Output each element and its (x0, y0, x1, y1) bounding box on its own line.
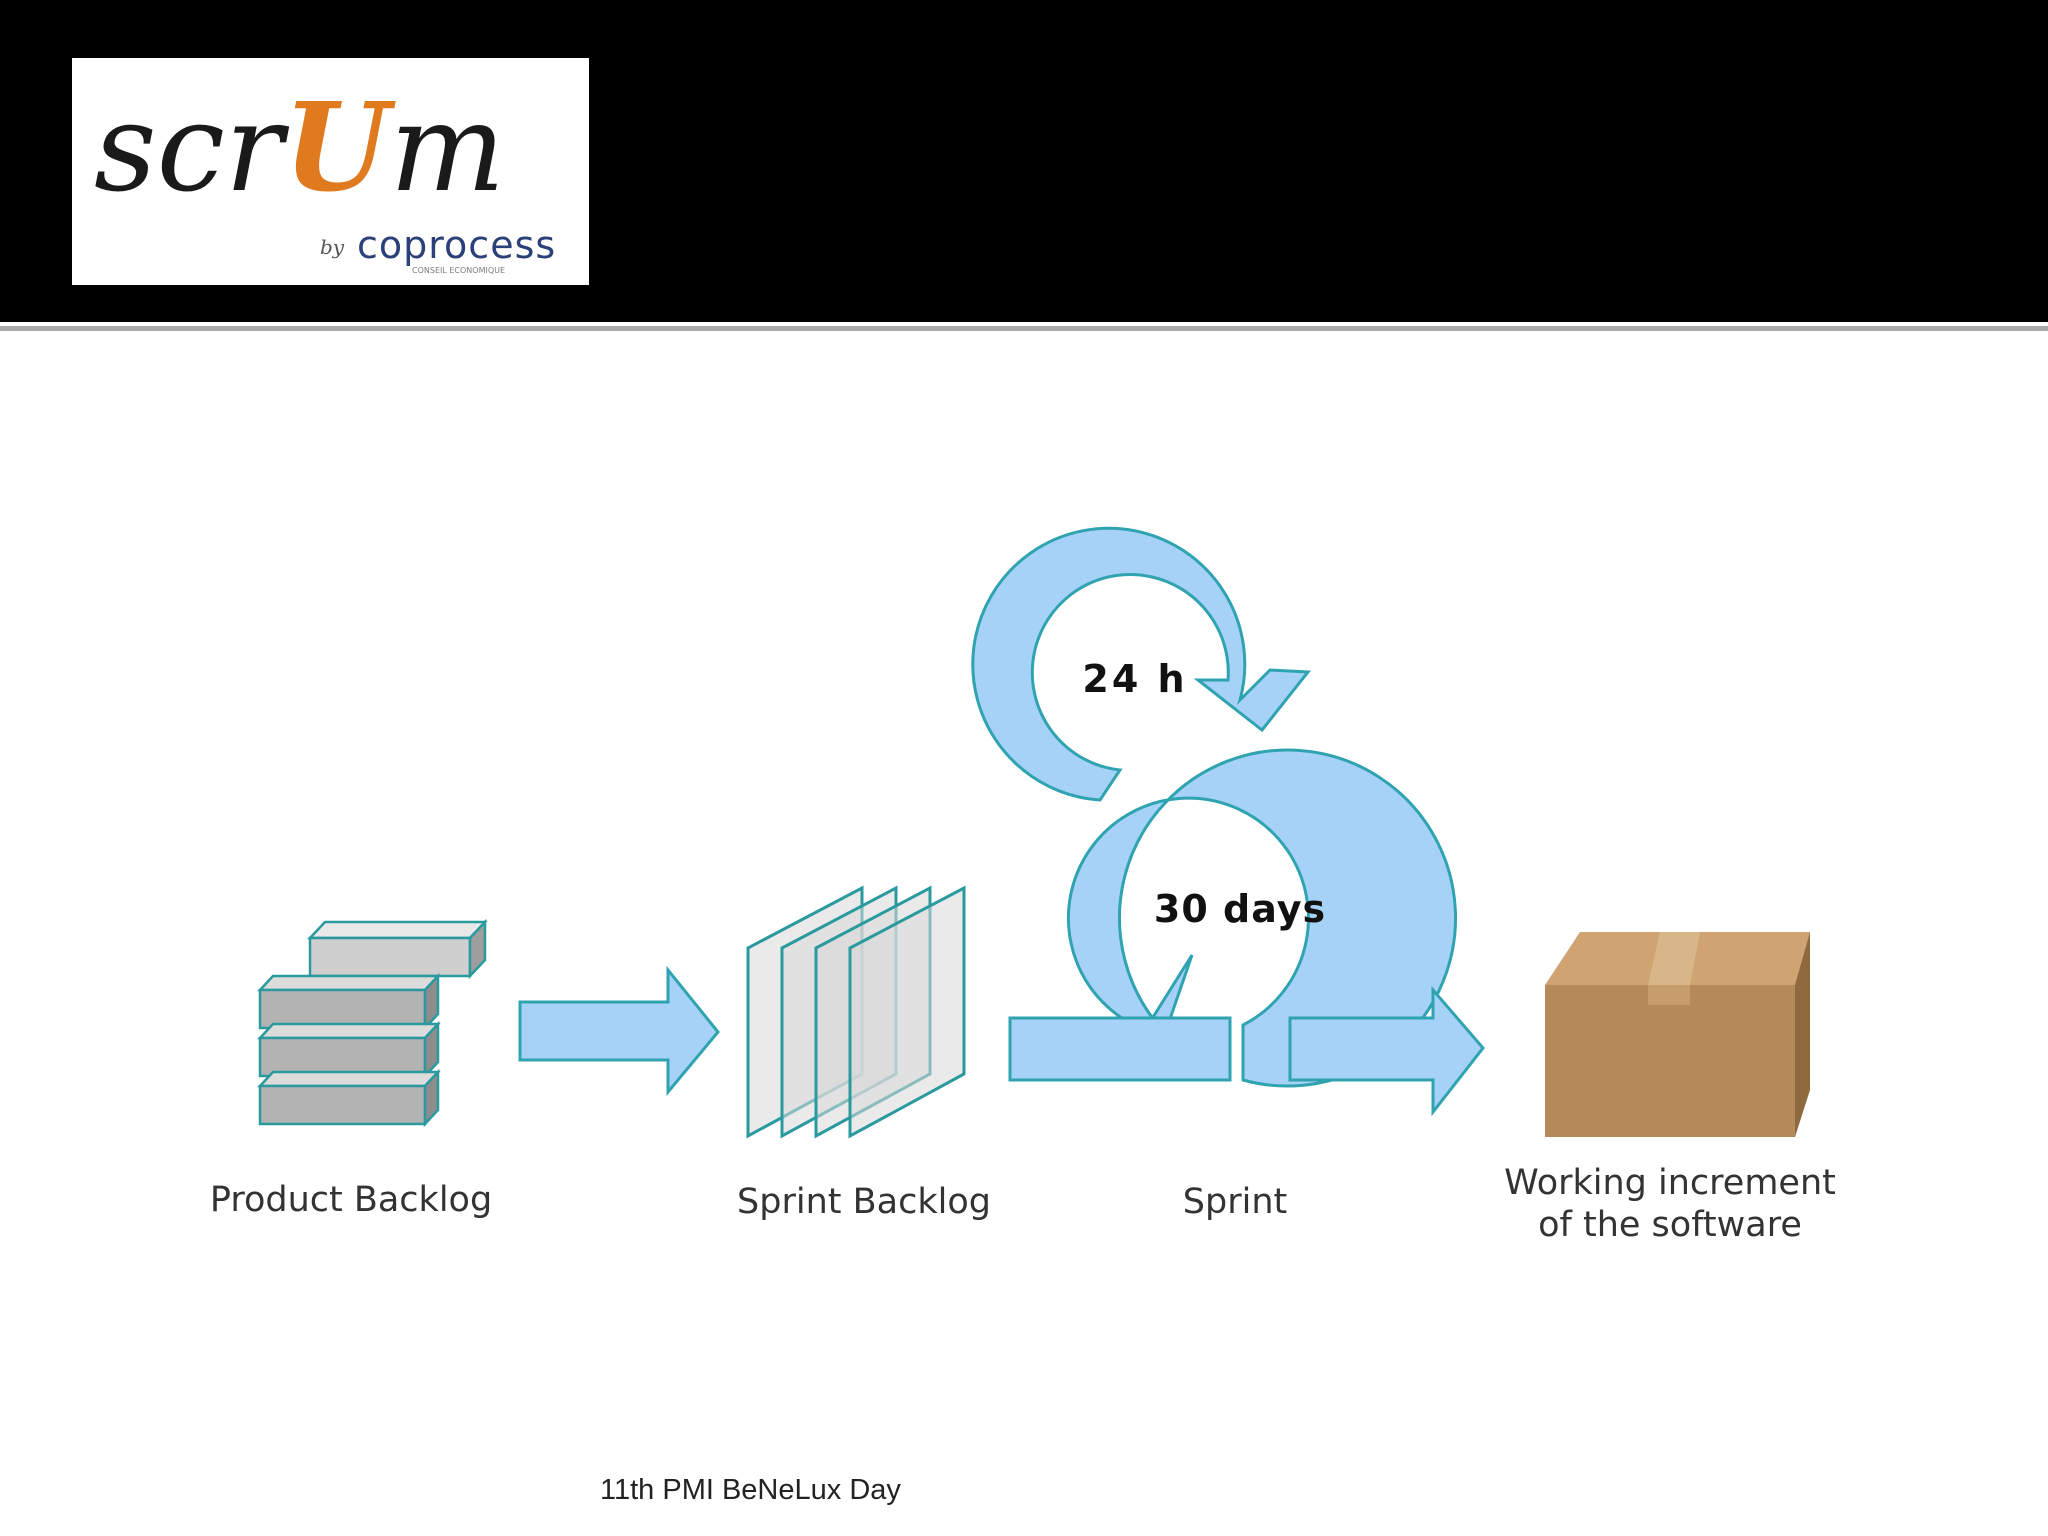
header-divider (0, 326, 2048, 331)
increment-label-line1: Working increment (1504, 1163, 1836, 1203)
daily-cycle-label: 24 h (1082, 657, 1187, 701)
sprint-backlog-icon (746, 885, 966, 1139)
logo-word-right: m (390, 77, 506, 219)
footer-event-text: 11th PMI BeNeLux Day (600, 1474, 901, 1506)
increment-label-line2: of the software (1538, 1205, 1802, 1245)
sprint-cycle-icon (971, 526, 1485, 1117)
svg-text:scrUm: scrUm (94, 75, 505, 219)
increment-label: Working increment of the software (1460, 1162, 1880, 1246)
logo-by: by (320, 235, 345, 259)
arrow-to-sprint-backlog (518, 965, 720, 1097)
logo-word-left: scr (94, 77, 290, 219)
logo-company: coprocess (357, 223, 556, 267)
sprint-backlog-label: Sprint Backlog (737, 1182, 991, 1222)
product-backlog-icon (257, 918, 488, 1128)
sprint-cycle-label: 30 days (1154, 887, 1326, 931)
scrum-logo: scrUm by coprocess CONSEIL ECONOMIQUE (72, 58, 589, 285)
sprint-label: Sprint (1182, 1182, 1288, 1222)
software-increment-box-icon (1545, 932, 1810, 1137)
product-backlog-label: Product Backlog (209, 1180, 493, 1220)
logo-word-u: U (283, 75, 396, 219)
logo-company-sub: CONSEIL ECONOMIQUE (412, 266, 505, 275)
